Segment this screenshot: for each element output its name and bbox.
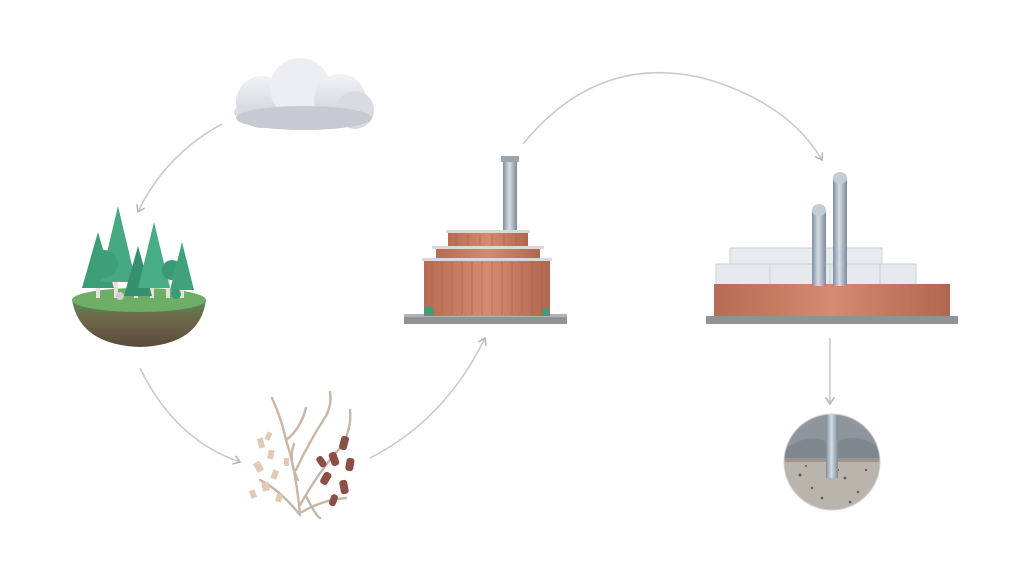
forest-island-icon bbox=[72, 206, 206, 347]
wood-biomass-icon bbox=[248, 390, 355, 520]
carbon-capture-facility-icon bbox=[706, 172, 958, 324]
arrow-cloud-to-forest bbox=[136, 123, 223, 214]
cloud-icon bbox=[234, 58, 374, 130]
arrow-biomass-to-plant bbox=[369, 336, 487, 459]
arrow-forest-to-biomass bbox=[139, 367, 242, 465]
arrow-plant-to-facility bbox=[522, 72, 824, 162]
underground-storage-icon bbox=[783, 413, 881, 511]
biomass-power-plant-icon bbox=[404, 156, 567, 324]
